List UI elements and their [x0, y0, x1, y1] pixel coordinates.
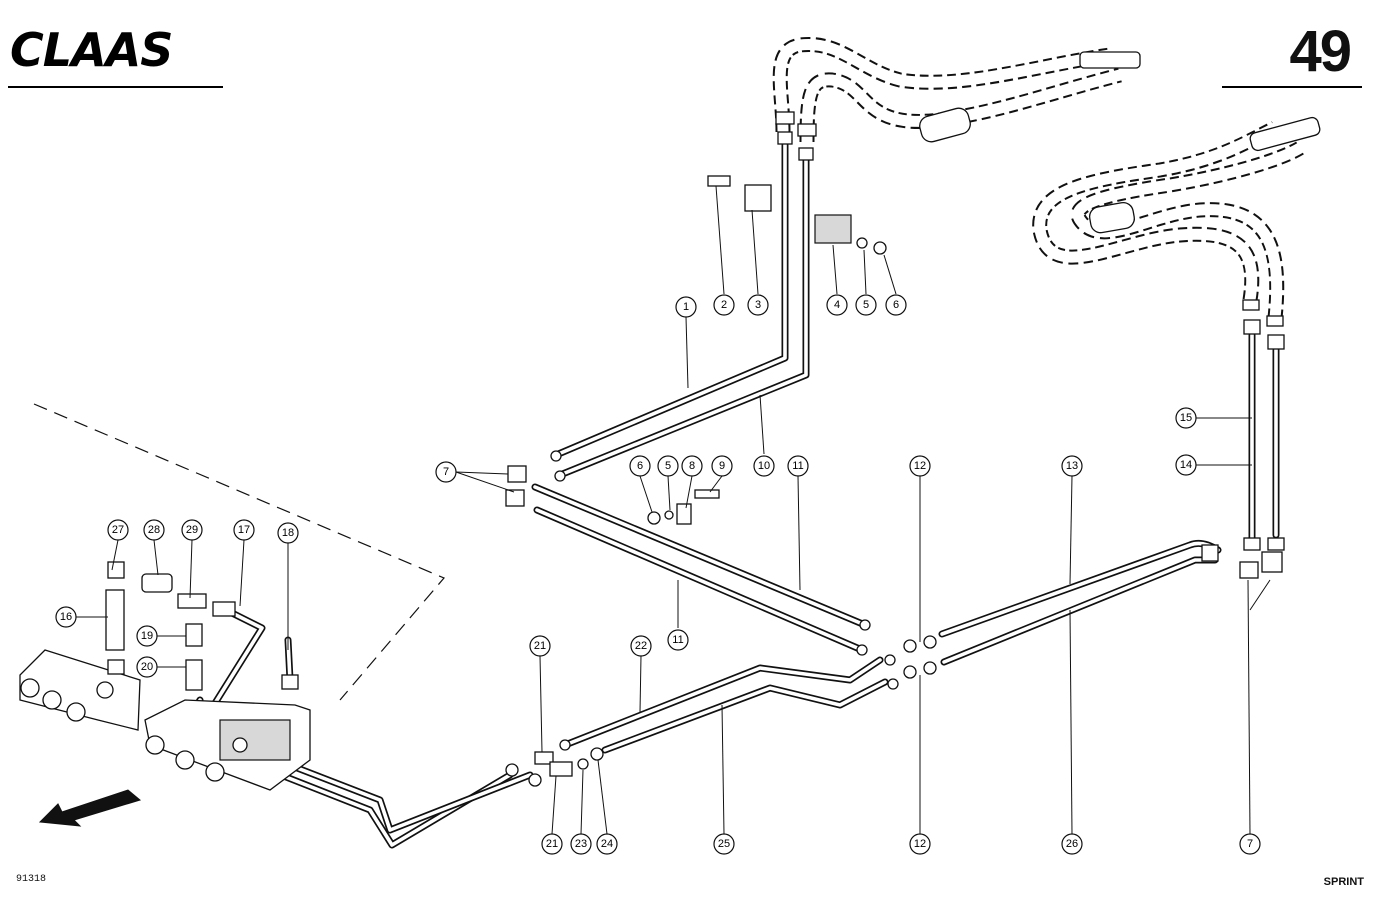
pipe-14-and-15: [1242, 299, 1285, 551]
callout: 6: [885, 294, 907, 316]
svg-text:22: 22: [635, 640, 647, 652]
callout: 21: [541, 833, 563, 855]
hydraulic-cylinders: [919, 51, 1321, 234]
callout: 4: [826, 294, 848, 316]
callout: 15: [1175, 407, 1197, 429]
callout: 5: [855, 294, 877, 316]
svg-text:21: 21: [546, 838, 558, 850]
clamp-assembly-upper: [707, 175, 887, 255]
svg-text:19: 19: [141, 630, 153, 642]
svg-text:17: 17: [238, 524, 250, 536]
control-valves: [19, 561, 311, 791]
svg-text:20: 20: [141, 661, 153, 673]
callout: 29: [181, 519, 203, 541]
svg-text:25: 25: [718, 838, 730, 850]
svg-text:11: 11: [792, 460, 803, 472]
header-rule-right: [1222, 86, 1362, 88]
svg-text:9: 9: [719, 460, 725, 472]
pipe-13-and-26: [938, 539, 1222, 666]
callout: 19: [136, 625, 158, 647]
direction-arrow-icon: [38, 789, 142, 827]
callout: 3: [747, 294, 769, 316]
model-name: SPRINT: [1323, 876, 1364, 888]
svg-text:24: 24: [601, 838, 613, 850]
svg-text:7: 7: [1247, 838, 1253, 850]
callout: 25: [713, 833, 735, 855]
brand-logo-text: CLAAS: [10, 23, 172, 72]
callout: 23: [570, 833, 592, 855]
hydraulic-hoses: [772, 36, 1306, 324]
elbow-fittings-7: [505, 465, 1283, 579]
svg-text:15: 15: [1180, 412, 1192, 424]
svg-text:23: 23: [575, 838, 587, 850]
header-rule-left: [8, 86, 223, 88]
svg-text:12: 12: [914, 838, 926, 850]
svg-text:14: 14: [1180, 459, 1192, 471]
svg-text:18: 18: [282, 527, 294, 539]
callout: 6: [629, 455, 651, 477]
pipe-22-and-25: [561, 656, 889, 754]
svg-text:1: 1: [683, 301, 689, 313]
clamp-assembly-middle: [647, 489, 720, 525]
callout: 10: [753, 455, 775, 477]
callout: 2: [713, 294, 735, 316]
svg-text:29: 29: [186, 524, 198, 536]
page-number: 49: [1289, 19, 1351, 84]
callout: 5: [657, 455, 679, 477]
pipe-1-and-10: [550, 111, 817, 482]
callout: 7: [435, 461, 457, 483]
callout: 11: [667, 629, 689, 651]
callout: 22: [630, 635, 652, 657]
frame-outline-dashed: [33, 403, 445, 701]
svg-text:16: 16: [60, 611, 72, 623]
callout: 1: [675, 296, 697, 318]
svg-text:28: 28: [148, 524, 160, 536]
svg-text:12: 12: [914, 460, 926, 472]
callout: 27: [107, 519, 129, 541]
svg-text:10: 10: [758, 460, 770, 472]
callout: 21: [529, 635, 551, 657]
callout: 17: [233, 519, 255, 541]
callout: 18: [277, 522, 299, 544]
svg-text:5: 5: [665, 460, 671, 472]
claas-logo: CLAAS: [10, 23, 173, 72]
callout: 12: [909, 455, 931, 477]
callout: 24: [596, 833, 618, 855]
callout: 16: [55, 606, 77, 628]
callout: 20: [136, 656, 158, 678]
svg-text:11: 11: [672, 634, 683, 646]
callout: 7: [1239, 833, 1261, 855]
svg-text:5: 5: [863, 299, 869, 311]
callout: 14: [1175, 454, 1197, 476]
fittings-12: [884, 635, 937, 690]
part-callouts: 1 2 3 4 5 6 7 6 5 8 9 10 11 12 13 15 14 …: [55, 294, 1261, 855]
leader-lines: [76, 185, 1271, 835]
svg-text:8: 8: [689, 460, 695, 472]
svg-text:26: 26: [1066, 838, 1078, 850]
svg-text:4: 4: [834, 299, 840, 311]
callout: 28: [143, 519, 165, 541]
pipe-11: [531, 483, 871, 656]
callout: 8: [681, 455, 703, 477]
svg-text:2: 2: [721, 299, 727, 311]
callout: 13: [1061, 455, 1083, 477]
callout: 12: [909, 833, 931, 855]
svg-text:7: 7: [443, 466, 449, 478]
svg-text:27: 27: [112, 524, 124, 536]
drawing-number: 91318: [16, 874, 47, 885]
callout: 26: [1061, 833, 1083, 855]
callout: 9: [711, 455, 733, 477]
svg-text:3: 3: [755, 299, 761, 311]
callout: 11: [787, 455, 809, 477]
svg-text:13: 13: [1066, 460, 1078, 472]
svg-text:6: 6: [893, 299, 899, 311]
svg-text:21: 21: [534, 640, 546, 652]
svg-text:6: 6: [637, 460, 643, 472]
fittings-21-24: [505, 739, 604, 787]
